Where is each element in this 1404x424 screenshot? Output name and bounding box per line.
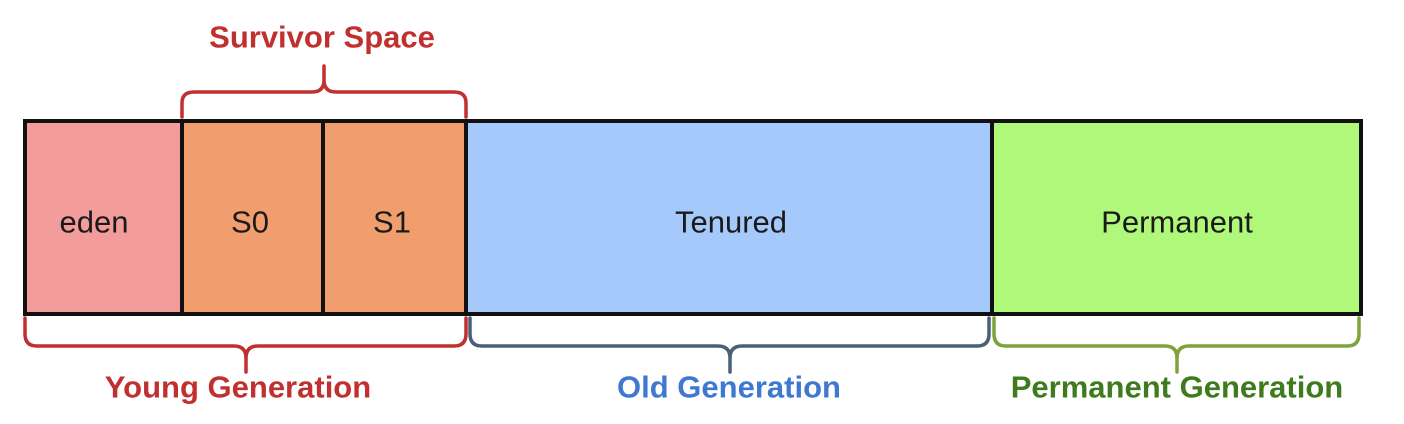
s0-label: S0	[231, 205, 269, 240]
young-generation-label: Young Generation	[105, 370, 371, 405]
old-generation-label: Old Generation	[617, 370, 841, 405]
eden-segment	[23, 119, 184, 316]
tenured-segment	[464, 119, 994, 316]
permanent-label: Permanent	[1101, 205, 1253, 240]
survivor-space-label: Survivor Space	[209, 20, 435, 55]
s0-segment	[180, 119, 325, 316]
tenured-label: Tenured	[675, 205, 787, 240]
old-generation-brace	[468, 316, 991, 374]
eden-label: eden	[60, 205, 129, 240]
survivor-space-brace	[180, 64, 468, 119]
s1-label: S1	[373, 205, 411, 240]
s1-segment	[321, 119, 468, 316]
permanent-segment	[990, 119, 1363, 316]
permanent-generation-brace	[992, 316, 1361, 374]
young-generation-brace	[23, 316, 468, 374]
permanent-generation-label: Permanent Generation	[1011, 370, 1343, 405]
